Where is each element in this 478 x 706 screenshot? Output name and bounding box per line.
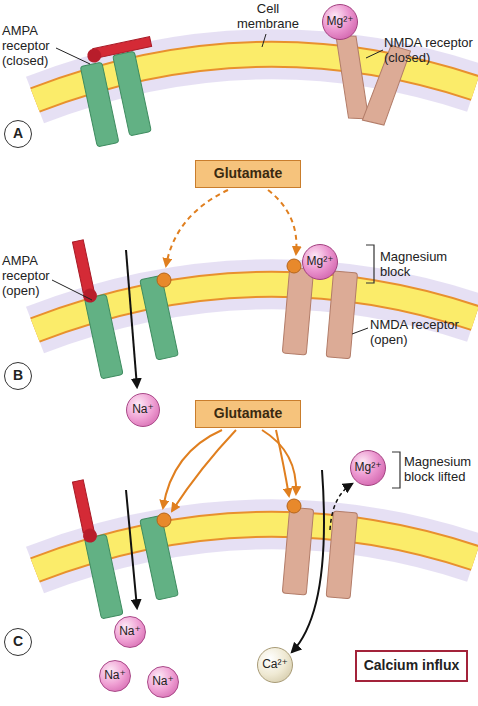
channel-gate — [93, 37, 152, 59]
glutamate-molecule — [157, 273, 171, 287]
leader-line — [352, 328, 368, 334]
node-text: Calcium influx — [364, 658, 460, 673]
node-text: Ca²⁺ — [262, 658, 288, 671]
receptor-subunit — [113, 51, 152, 136]
channel-gate — [72, 240, 94, 293]
unblock-arrow — [330, 484, 352, 530]
node-text: Mg²⁺ — [327, 15, 354, 28]
leader-line — [56, 48, 90, 64]
receptor-subunit — [326, 271, 357, 359]
node-text: Mg²⁺ — [355, 461, 382, 474]
panel-letter: A — [4, 120, 32, 148]
panel-letter: B — [4, 362, 32, 390]
node-text: Na⁺ — [104, 669, 126, 682]
sodium-ion: Na⁺ — [114, 616, 146, 648]
receptor-subunit — [282, 507, 313, 595]
gate-hinge — [86, 47, 103, 64]
part-label: Cell membrane — [236, 2, 300, 32]
sodium-ion: Na⁺ — [126, 393, 160, 427]
part-label: AMPA receptor (open) — [2, 254, 62, 299]
node-text: Na⁺ — [152, 675, 174, 688]
receptor-subunit — [85, 294, 124, 379]
binding-arrow — [268, 190, 296, 254]
node-text: Mg²⁺ — [307, 255, 334, 268]
magnesium-ion: Mg²⁺ — [322, 4, 358, 40]
node-text: Glutamate — [214, 406, 282, 421]
node-text: C — [13, 634, 23, 649]
leader-line — [52, 280, 92, 300]
receptor-subunit — [85, 534, 124, 619]
binding-arrow — [172, 430, 236, 511]
glutamate-molecule — [157, 513, 171, 527]
receptor-subunit — [326, 511, 357, 599]
leader-line — [366, 50, 383, 58]
receptor-subunit — [282, 267, 313, 355]
ampa-receptor — [77, 37, 170, 147]
part-label: Magnesium block lifted — [404, 455, 476, 485]
note-box: Calcium influx — [355, 650, 468, 682]
receptor-subunit — [140, 515, 179, 600]
sodium-ion: Na⁺ — [147, 666, 179, 698]
glutamate-box: Glutamate — [195, 400, 301, 428]
part-label: NMDA receptor (open) — [370, 318, 474, 348]
leader-line — [262, 34, 266, 47]
magnesium-ion: Mg²⁺ — [350, 450, 386, 486]
bracket — [366, 245, 374, 283]
ion-flow-arrow — [126, 490, 137, 608]
binding-arrow — [166, 190, 228, 266]
ampa-receptor — [71, 225, 179, 379]
calcium-ion: Ca²⁺ — [257, 647, 293, 683]
ion-flow-arrow — [292, 470, 324, 652]
node-text: B — [13, 368, 23, 383]
nmda-receptor — [282, 267, 357, 359]
glutamate-molecule — [287, 499, 301, 513]
bracket — [392, 452, 400, 488]
gate-hinge — [82, 527, 99, 544]
binding-arrow — [276, 430, 289, 496]
magnesium-ion: Mg²⁺ — [302, 244, 338, 280]
part-label: Magnesium block — [380, 250, 460, 280]
sodium-ion: Na⁺ — [99, 660, 131, 692]
node-text: Glutamate — [214, 166, 282, 181]
channel-gate — [72, 480, 94, 533]
node-text: Na⁺ — [119, 625, 141, 638]
glutamate-box: Glutamate — [195, 160, 301, 188]
glutamate-molecule — [287, 259, 301, 273]
ion-flow-arrow — [126, 250, 137, 387]
panel-letter: C — [4, 628, 32, 656]
receptor-subunit — [140, 275, 179, 360]
part-label: AMPA receptor (closed) — [2, 24, 64, 69]
ampa-receptor — [71, 465, 179, 619]
node-text: A — [13, 126, 23, 141]
receptor-subunit — [80, 62, 119, 147]
part-label: NMDA receptor (closed) — [384, 36, 478, 66]
binding-arrow — [163, 430, 222, 508]
node-text: Na⁺ — [132, 403, 154, 416]
